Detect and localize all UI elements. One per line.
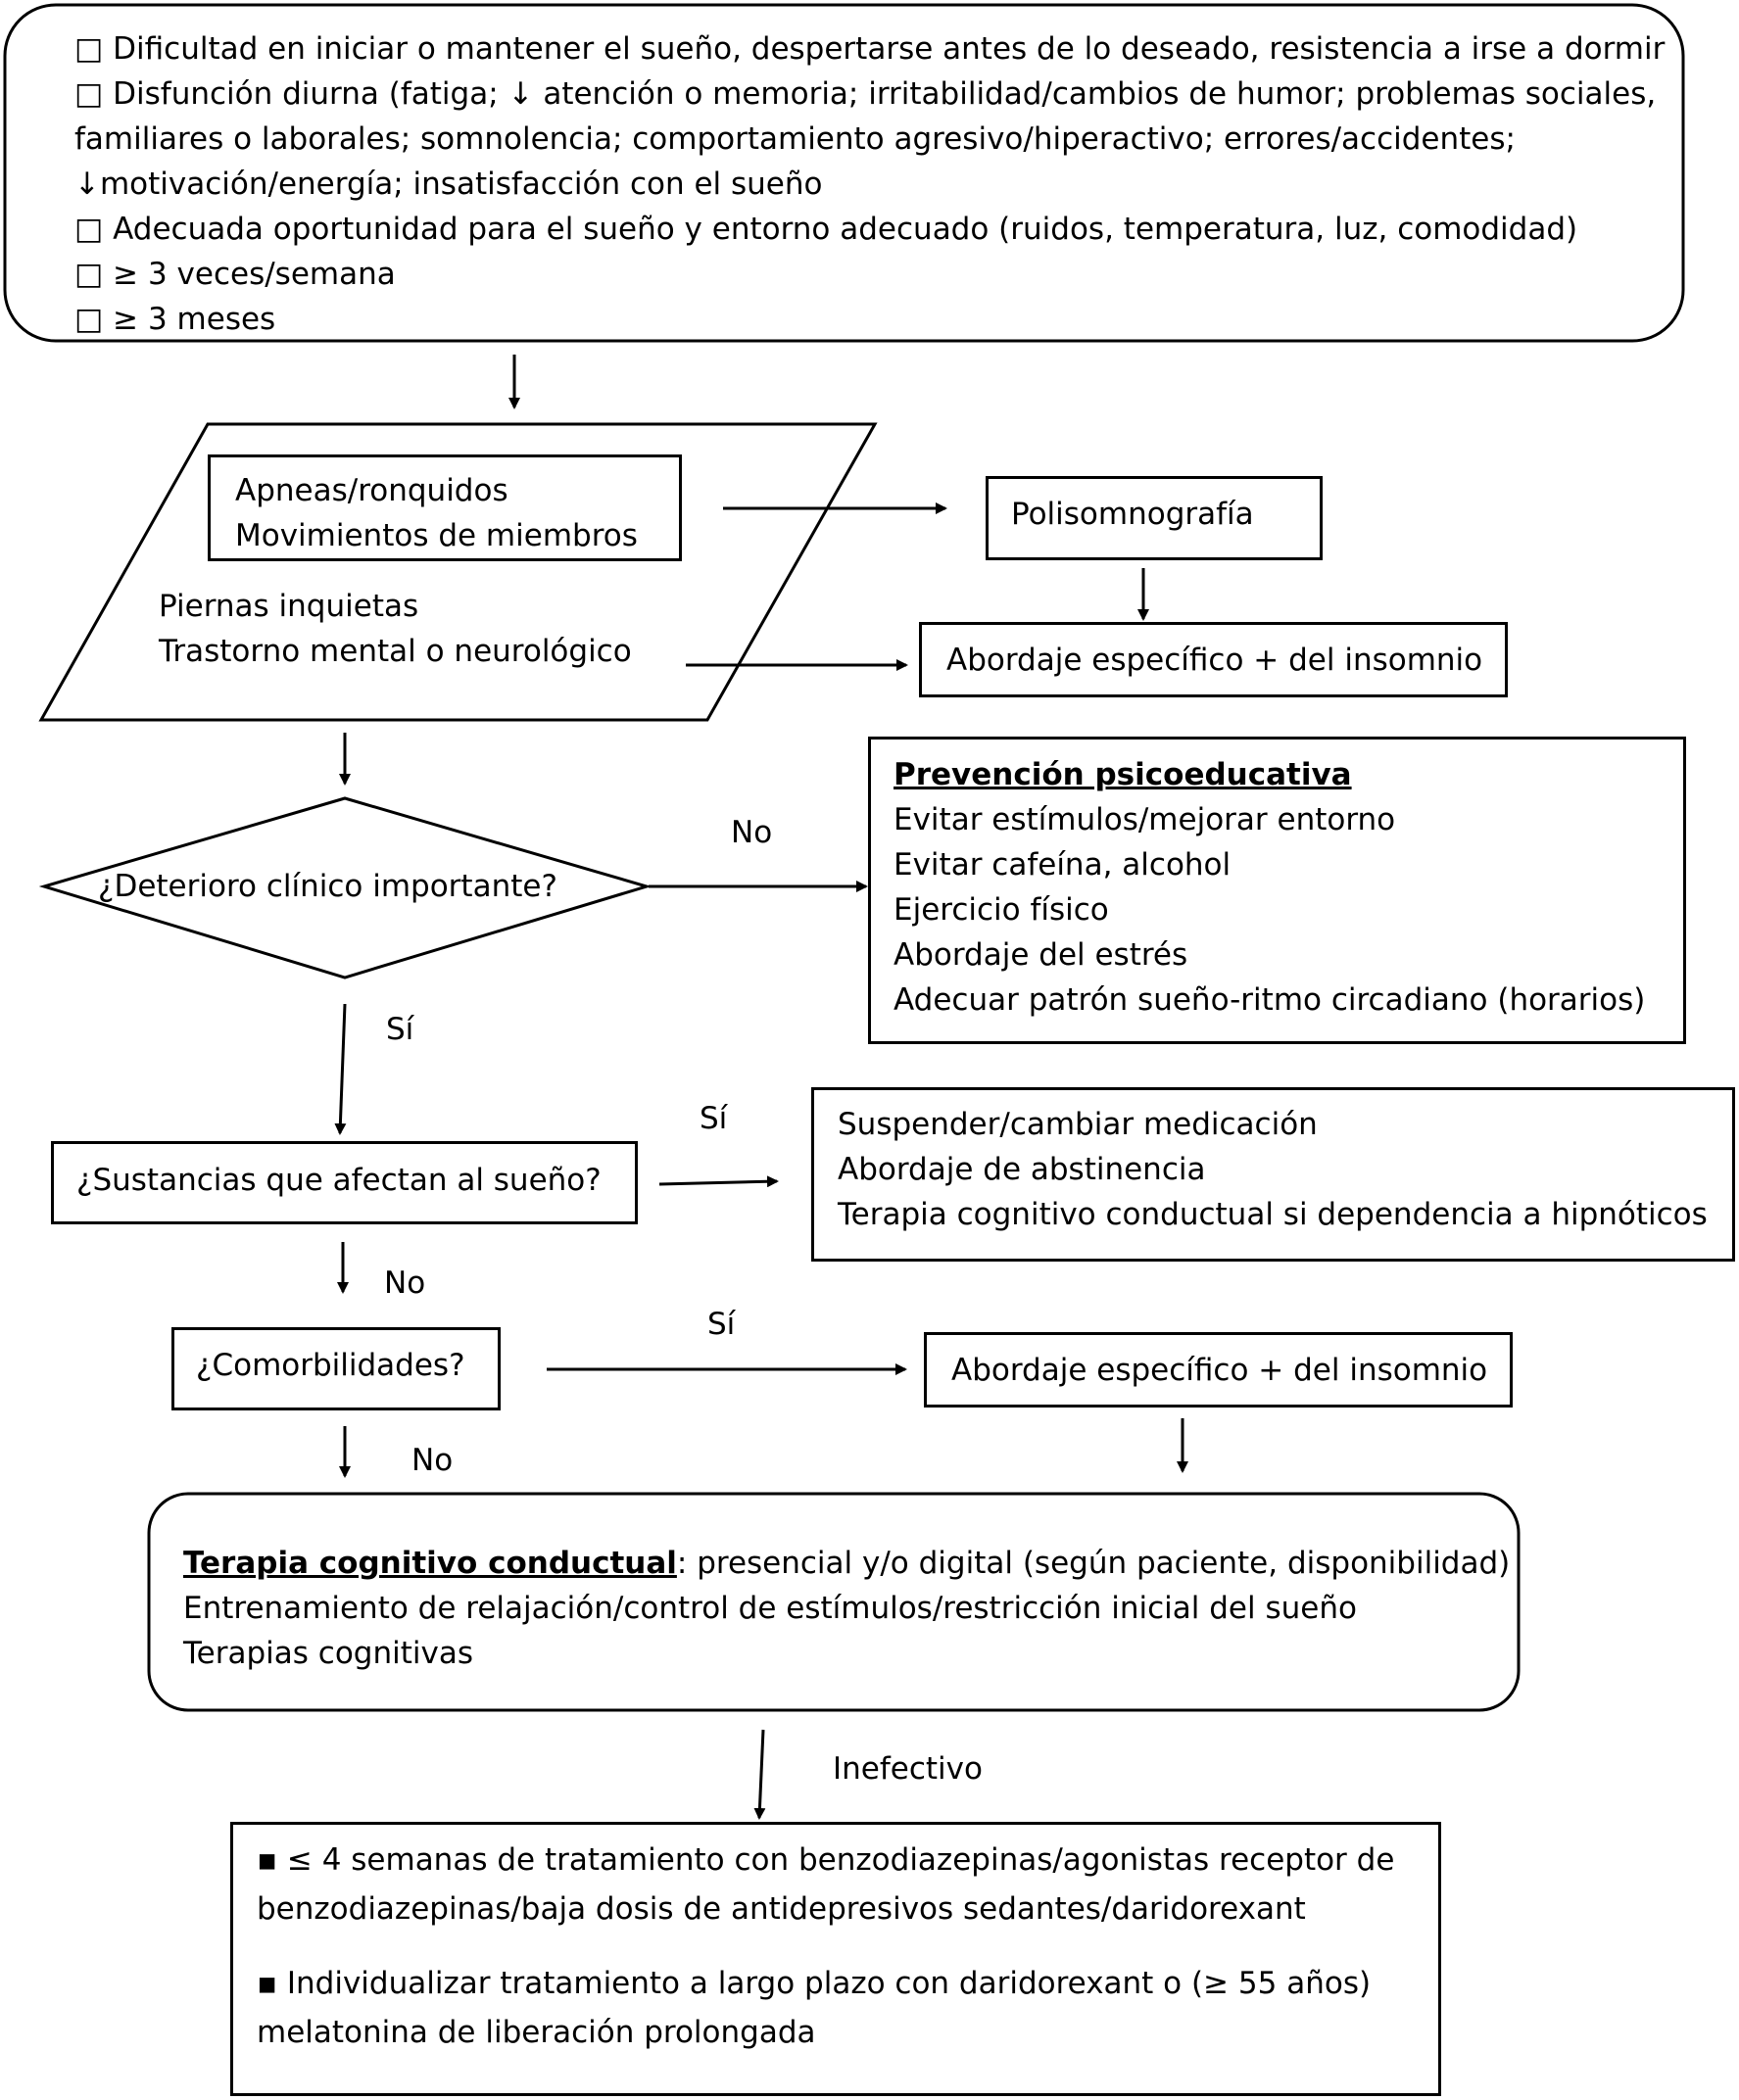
- prevention-item-1: Evitar estímulos/mejorar entorno: [894, 802, 1396, 837]
- pharma-bullet-2-line-2: melatonina de liberación prolongada: [257, 2015, 816, 2050]
- substances-action-3: Terapia cognitivo conductual si dependen…: [838, 1197, 1708, 1232]
- pharma-box: [230, 1822, 1441, 2096]
- screening-movimientos: Movimientos de miembros: [235, 518, 638, 553]
- screening-trastorno: Trastorno mental o neurológico: [159, 634, 632, 669]
- specific-approach-label-2: Abordaje específico + del insomnio: [951, 1353, 1488, 1388]
- criteria-line-7: □ ≥ 3 meses: [74, 302, 276, 337]
- arrow-sustancias-si: [658, 1175, 779, 1188]
- criteria-line-3: familiares o laborales; somnolencia; com…: [74, 121, 1516, 157]
- decision-comorbilidades-box: [171, 1327, 501, 1410]
- decision-sustancias-label: ¿Sustancias que afectan al sueño?: [76, 1163, 602, 1198]
- tcc-title-rest: : presencial y/o digital (según paciente…: [676, 1546, 1511, 1581]
- tcc-line-1: Terapia cognitivo conductual: presencial…: [183, 1541, 1510, 1586]
- pharma-bullet-2-line-1: ▪ Individualizar tratamiento a largo pla…: [257, 1966, 1372, 2001]
- tcc-line-3: Terapias cognitivas: [183, 1636, 473, 1671]
- label-si-comorbilidades: Sí: [707, 1307, 736, 1342]
- specific-approach-box-1: [919, 622, 1508, 697]
- label-si-sustancias: Sí: [700, 1101, 728, 1136]
- prevention-item-5: Adecuar patrón sueño-ritmo circadiano (h…: [894, 982, 1646, 1018]
- screening-inner-box: [208, 454, 682, 561]
- specific-approach-label-1: Abordaje específico + del insomnio: [946, 643, 1483, 678]
- prevention-box: [868, 737, 1686, 1044]
- prevention-item-4: Abordaje del estrés: [894, 937, 1188, 973]
- tcc-title: Terapia cognitivo conductual: [183, 1546, 677, 1581]
- criteria-line-4: ↓motivación/energía; insatisfacción con …: [74, 167, 823, 202]
- prevention-title: Prevención psicoeducativa: [894, 757, 1352, 792]
- decision-deterioro-label: ¿Deterioro clínico importante?: [98, 869, 557, 904]
- tcc-line-2: Entrenamiento de relajación/control de e…: [183, 1591, 1357, 1626]
- substances-action-box: [811, 1087, 1735, 1262]
- arrow-deterioro-si: [334, 1003, 347, 1135]
- label-si-deterioro: Sí: [386, 1012, 414, 1047]
- criteria-line-2: □ Disfunción diurna (fatiga; ↓ atención …: [74, 76, 1657, 112]
- screening-piernas: Piernas inquietas: [159, 589, 419, 624]
- substances-action-2: Abordaje de abstinencia: [838, 1152, 1206, 1187]
- label-inefectivo: Inefectivo: [833, 1751, 983, 1787]
- decision-comorbilidades-label: ¿Comorbilidades?: [196, 1348, 465, 1383]
- decision-sustancias-box: [51, 1141, 638, 1224]
- label-no-sustancias: No: [384, 1265, 426, 1301]
- label-no-deterioro: No: [731, 815, 773, 850]
- pharma-bullet-1-line-1: ▪ ≤ 4 semanas de tratamiento con benzodi…: [257, 1842, 1395, 1878]
- criteria-box-shape: [3, 3, 1685, 343]
- polysomnography-label: Polisomnografía: [1011, 497, 1254, 532]
- specific-approach-box-2: [924, 1332, 1513, 1408]
- criteria-line-1: □ Dificultad en iniciar o mantener el su…: [74, 31, 1666, 67]
- tcc-box-shape: [147, 1492, 1521, 1712]
- screening-apneas: Apneas/ronquidos: [235, 473, 508, 508]
- prevention-item-3: Ejercicio físico: [894, 892, 1109, 928]
- criteria-line-5: □ Adecuada oportunidad para el sueño y e…: [74, 212, 1578, 247]
- decision-deterioro-diamond: [38, 796, 652, 979]
- screening-parallelogram: [38, 422, 878, 722]
- pharma-bullet-1-line-2: benzodiazepinas/baja dosis de antidepres…: [257, 1891, 1306, 1927]
- polysomnography-box: [986, 476, 1323, 560]
- substances-action-1: Suspender/cambiar medicación: [838, 1107, 1318, 1142]
- arrow-tcc-inefectivo: [753, 1729, 766, 1820]
- label-no-comorbilidades: No: [411, 1443, 454, 1478]
- criteria-line-6: □ ≥ 3 veces/semana: [74, 257, 396, 292]
- prevention-item-2: Evitar cafeína, alcohol: [894, 847, 1232, 883]
